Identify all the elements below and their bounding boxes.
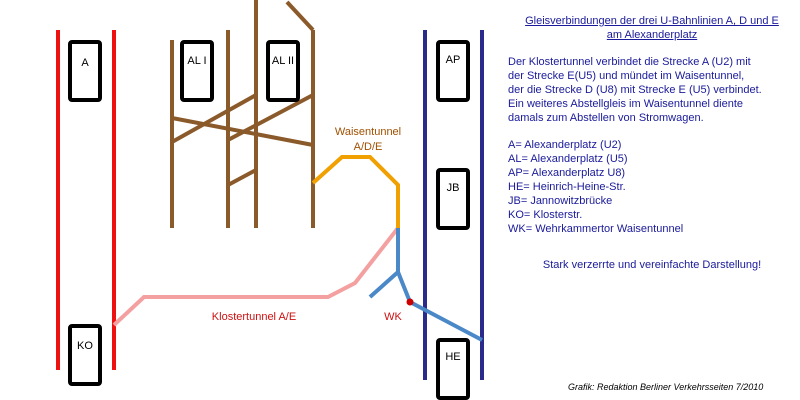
station-ko-box: KO bbox=[68, 324, 102, 386]
wk-label: WK bbox=[384, 311, 402, 323]
waisentunnel-label: Waisentunnel bbox=[335, 126, 401, 138]
legend-panel: Gleisverbindungen der drei U-Bahnlinien … bbox=[508, 14, 796, 272]
legend-description-line: Ein weiteres Abstellgleis im Waisentunne… bbox=[508, 98, 743, 110]
wk-siding bbox=[368, 270, 400, 299]
station-a-box: A bbox=[68, 40, 102, 102]
klostertunnel-track bbox=[112, 226, 400, 327]
station-he-box: HE bbox=[436, 338, 470, 400]
abbreviation-item: AP= Alexanderplatz U8) bbox=[508, 167, 626, 179]
abbreviation-item: WK= Wehrkammertor Waisentunnel bbox=[508, 223, 684, 235]
legend-title: Gleisverbindungen der drei U-Bahnlinien … bbox=[508, 14, 796, 42]
legend-description-line: damals zum Abstellen von Stromwagen. bbox=[508, 112, 704, 124]
abbreviation-item: AL= Alexanderplatz (U5) bbox=[508, 153, 628, 165]
legend-abbreviations: A= Alexanderplatz (U2) AL= Alexanderplat… bbox=[508, 138, 796, 236]
waisentunnel-sublabel: A/D/E bbox=[354, 141, 383, 153]
wk-track bbox=[396, 228, 483, 342]
legend-title-line2: am Alexanderplatz bbox=[606, 29, 698, 41]
station-ko-label: KO bbox=[77, 340, 93, 352]
waisentunnel-track bbox=[311, 155, 400, 228]
legend-title-line1: Gleisverbindungen der drei U-Bahnlinien … bbox=[525, 15, 779, 27]
station-he-label: HE bbox=[445, 351, 460, 363]
station-ap-label: AP bbox=[446, 54, 461, 66]
station-al-ii-box: AL II bbox=[266, 40, 300, 102]
station-jb-box: JB bbox=[436, 168, 470, 230]
station-ap-box: AP bbox=[436, 40, 470, 102]
abbreviation-item: HE= Heinrich-Heine-Str. bbox=[508, 181, 626, 193]
station-al-i-box: AL I bbox=[180, 40, 214, 102]
abbreviation-item: KO= Klosterstr. bbox=[508, 209, 583, 221]
legend-description-line: der Strecke E(U5) und mündet im Waisentu… bbox=[508, 70, 745, 82]
line-e-tracks bbox=[170, 0, 315, 228]
legend-description-line: Der Klostertunnel verbindet die Strecke … bbox=[508, 56, 751, 68]
station-al-i-label: AL I bbox=[187, 55, 206, 67]
wk-junction-marker bbox=[406, 298, 414, 306]
legend-description-line: der die Strecke D (U8) mit Strecke E (U5… bbox=[508, 84, 762, 96]
station-jb-label: JB bbox=[447, 182, 460, 194]
station-a-label: A bbox=[81, 57, 89, 69]
station-al-ii-label: AL II bbox=[272, 55, 294, 67]
abbreviation-item: JB= Jannowitzbrücke bbox=[508, 195, 613, 207]
klostertunnel-label: Klostertunnel A/E bbox=[212, 311, 296, 323]
legend-description: Der Klostertunnel verbindet die Strecke … bbox=[508, 55, 796, 125]
legend-note: Stark verzerrte und vereinfachte Darstel… bbox=[542, 259, 762, 271]
abbreviation-item: A= Alexanderplatz (U2) bbox=[508, 139, 622, 151]
graphic-credit: Grafik: Redaktion Berliner Verkehrsseite… bbox=[568, 382, 764, 392]
